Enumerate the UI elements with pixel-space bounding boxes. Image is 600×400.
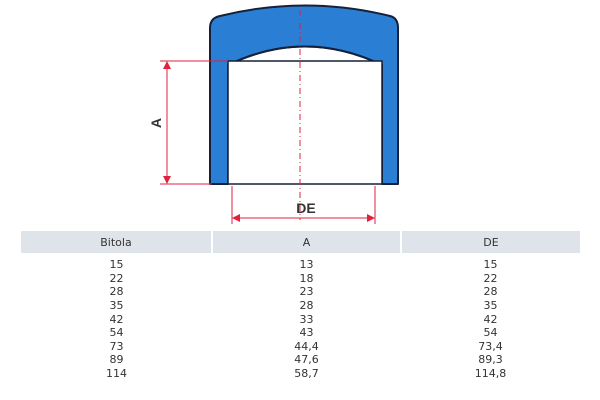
table-row: 35 28 35 xyxy=(21,299,580,313)
cell-bitola: 114 xyxy=(106,367,127,381)
cell-a: 28 xyxy=(299,299,314,313)
column-header-de: DE xyxy=(401,231,580,253)
cell-bitola: 22 xyxy=(109,271,124,285)
cell-de: 54 xyxy=(483,326,498,340)
dimension-a: A xyxy=(148,60,228,185)
dimension-de-arrow-right xyxy=(367,214,375,222)
cell-a: 23 xyxy=(299,285,314,299)
table-row: 28 23 28 xyxy=(21,285,580,299)
cell-bitola: 28 xyxy=(109,285,124,299)
table-row: 114 58,7 114,8 xyxy=(21,367,580,381)
table-row: 89 47,6 89,3 xyxy=(21,353,580,367)
cell-a: 44,4 xyxy=(294,339,319,353)
cell-a: 33 xyxy=(299,312,314,326)
cell-de: 15 xyxy=(483,258,498,272)
dimension-de: DE xyxy=(231,186,376,224)
table-header-row: Bitola A DE xyxy=(21,231,580,253)
cell-bitola: 15 xyxy=(109,258,124,272)
dimension-a-arrow-bottom xyxy=(163,176,171,184)
cell-de: 22 xyxy=(483,271,498,285)
cell-de: 73,4 xyxy=(478,339,503,353)
cell-de: 89,3 xyxy=(478,353,503,367)
table-row: 73 44,4 73,4 xyxy=(21,340,580,354)
cell-a: 47,6 xyxy=(294,353,319,367)
dimension-de-label: DE xyxy=(296,200,315,216)
cap-inner-arch xyxy=(227,45,383,66)
table-row: 15 13 15 xyxy=(21,253,580,272)
column-header-bitola: Bitola xyxy=(21,231,213,253)
cell-bitola: 73 xyxy=(109,339,124,353)
cell-de: 35 xyxy=(483,299,498,313)
end-cap-fitting xyxy=(209,4,399,220)
cell-bitola: 35 xyxy=(109,299,124,313)
cell-de: 42 xyxy=(483,312,498,326)
table-row: 42 33 42 xyxy=(21,312,580,326)
cell-bitola: 42 xyxy=(109,312,124,326)
cell-a: 18 xyxy=(299,271,314,285)
pipe-section xyxy=(227,60,383,185)
cell-de: 28 xyxy=(483,285,498,299)
dimension-a-arrow-top xyxy=(163,61,171,69)
table-row: 22 18 22 xyxy=(21,272,580,286)
cell-bitola: 54 xyxy=(109,326,124,340)
dimension-de-arrow-left xyxy=(232,214,240,222)
end-cap-technical-drawing: A DE xyxy=(148,4,399,224)
table-row: 54 43 54 xyxy=(21,326,580,340)
dimension-a-label: A xyxy=(148,118,164,128)
cell-de: 114,8 xyxy=(474,367,507,381)
cell-bitola: 89 xyxy=(109,353,124,367)
cell-a: 43 xyxy=(299,326,314,340)
cell-a: 13 xyxy=(299,258,314,272)
cell-a: 58,7 xyxy=(294,367,319,381)
column-header-a: A xyxy=(212,231,402,253)
